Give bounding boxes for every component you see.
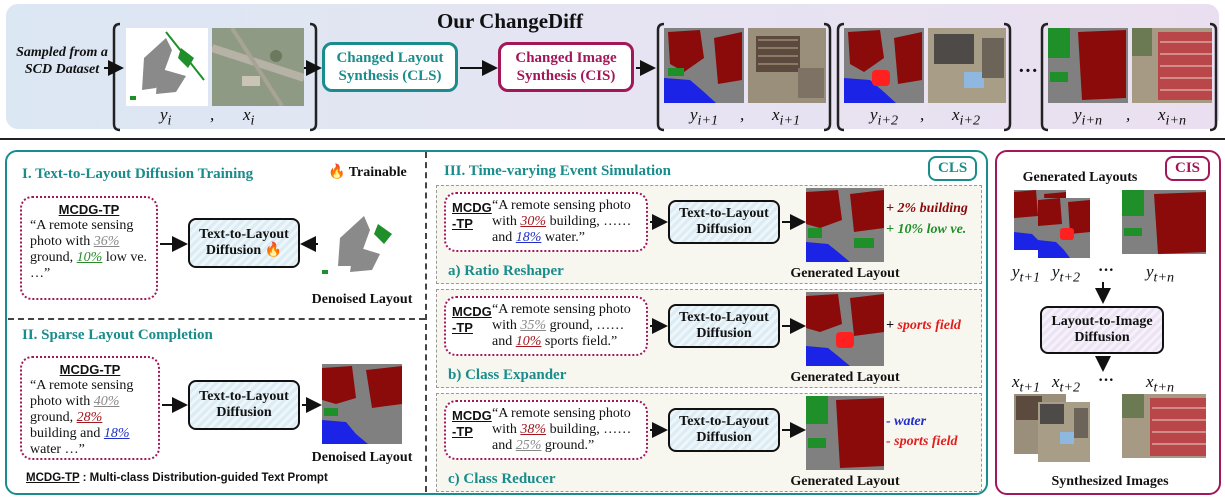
op-remove-water: - water <box>886 414 927 429</box>
flame-icon: 🔥 <box>264 243 283 258</box>
layout-to-image-diffusion: Layout-to-Image Diffusion <box>1040 306 1164 354</box>
ellipsis: ··· <box>1018 60 1039 82</box>
text-to-layout-diffusion-b: Text-to-Layout Diffusion <box>668 304 780 348</box>
synthesized-images-title: Synthesized Images <box>1051 474 1169 489</box>
label-y-i-plus-n: yi+n <box>1074 105 1103 129</box>
label-x-t-plus-1: xt+1 <box>1012 372 1041 396</box>
prompt-heading: MCDG -TP <box>452 200 492 231</box>
trainable-badge: 🔥 Trainable <box>328 165 407 180</box>
generated-layouts-title: Generated Layouts <box>1022 170 1138 185</box>
prompt-heading: MCDG-TP <box>58 202 120 217</box>
label-x-t-plus-n: xt+n <box>1146 372 1175 396</box>
class-expander-caption: b) Class Expander <box>448 367 567 383</box>
section-3-title: III. Time-varying Event Simulation <box>444 163 671 179</box>
section-1-title: I. Text-to-Layout Diffusion Training <box>22 166 254 182</box>
op-add-sports-field: + sports field <box>886 318 961 333</box>
op-add-low-ve: + 10% low ve. <box>886 222 967 237</box>
op-add-building: + 2% building <box>886 201 968 216</box>
panel-divider-vertical <box>425 152 427 492</box>
denoised-layout-caption-2: Denoised Layout <box>311 450 413 465</box>
sparse-layout-y-i <box>126 28 208 106</box>
denoised-layout-1 <box>318 200 404 282</box>
section-1-prompt: MCDG-TP “A remote sensing photo with 36%… <box>20 196 158 300</box>
image-x-i-plus-n <box>1132 28 1212 103</box>
op-remove-sports-field: - sports field <box>886 434 958 449</box>
prompt-heading: MCDG -TP <box>452 304 492 335</box>
figure-title: Our ChangeDiff <box>436 9 584 33</box>
text-to-layout-diffusion-completion: Text-to-Layout Diffusion <box>188 380 300 430</box>
prompt-heading: MCDG-TP <box>59 362 121 377</box>
image-x-i <box>212 28 304 106</box>
mcdg-tp-footnote: MCDG-TP : Multi-class Distribution-guide… <box>26 472 328 484</box>
prompt-heading: MCDG -TP <box>452 408 492 439</box>
label-y-i-plus-2: yi+2 <box>870 105 899 129</box>
output-bracket-n <box>1040 22 1218 132</box>
cis-layout-n <box>1122 190 1206 254</box>
comma: , <box>740 105 745 124</box>
layout-y-i-plus-1 <box>664 28 744 103</box>
cis-image-2 <box>1038 402 1090 462</box>
denoised-layout-2 <box>322 364 402 444</box>
source-label: Sampled from a SCD Dataset <box>16 45 108 77</box>
input-bracket <box>112 22 318 132</box>
generated-layout-caption-c: Generated Layout <box>790 474 900 489</box>
comma: , <box>210 105 215 124</box>
label-x-i: xi <box>243 105 255 129</box>
section-divider <box>0 138 1225 140</box>
generated-layout-caption-a: Generated Layout <box>790 266 900 281</box>
output-bracket-2 <box>836 22 1012 132</box>
denoised-layout-caption-1: Denoised Layout <box>311 292 413 307</box>
image-x-i-plus-2 <box>928 28 1006 103</box>
label-y-t-plus-1: yt+1 <box>1012 262 1041 286</box>
cls-tag: CLS <box>928 156 978 181</box>
label-y-t-plus-n: yt+n <box>1146 262 1175 286</box>
flame-icon: 🔥 <box>328 165 346 180</box>
section-2-prompt: MCDG-TP “A remote sensing photo with 40%… <box>20 356 160 460</box>
layout-y-i-plus-2 <box>844 28 924 103</box>
generated-layout-a <box>806 188 884 262</box>
label-x-t-plus-2: xt+2 <box>1052 372 1081 396</box>
ratio-reshaper-caption: a) Ratio Reshaper <box>448 263 564 279</box>
label-y-i-plus-1: yi+1 <box>690 105 719 129</box>
output-bracket-1 <box>656 22 832 132</box>
cis-tag: CIS <box>1165 156 1211 181</box>
text-to-layout-diffusion-trainable: Text-to-Layout Diffusion 🔥 <box>188 218 300 268</box>
class-expander-prompt: MCDG -TP “A remote sensing photo with 35… <box>444 296 648 356</box>
cis-layout-2 <box>1038 198 1090 258</box>
comma: , <box>1126 105 1131 124</box>
comma: , <box>920 105 925 124</box>
label-y-t-plus-2: yt+2 <box>1052 262 1081 286</box>
cls-pill: Changed Layout Synthesis (CLS) <box>322 42 458 92</box>
label-x-i-plus-1: xi+1 <box>772 105 801 129</box>
layout-y-i-plus-n <box>1048 28 1128 103</box>
label-x-i-plus-n: xi+n <box>1158 105 1187 129</box>
generated-layout-caption-b: Generated Layout <box>790 370 900 385</box>
cis-pill: Changed Image Synthesis (CIS) <box>498 42 634 92</box>
text-to-layout-diffusion-a: Text-to-Layout Diffusion <box>668 200 780 244</box>
class-reducer-caption: c) Class Reducer <box>448 471 556 487</box>
panel-divider-horizontal <box>8 318 425 320</box>
ellipsis: ··· <box>1098 262 1115 279</box>
generated-layout-c <box>806 396 884 470</box>
ellipsis: ··· <box>1098 372 1115 389</box>
image-x-i-plus-1 <box>748 28 826 103</box>
label-y-i: yi <box>160 105 172 129</box>
class-reducer-prompt: MCDG -TP “A remote sensing photo with 38… <box>444 400 648 460</box>
text-to-layout-diffusion-c: Text-to-Layout Diffusion <box>668 408 780 452</box>
section-2-title: II. Sparse Layout Completion <box>22 327 213 343</box>
generated-layout-b <box>806 292 884 366</box>
label-x-i-plus-2: xi+2 <box>952 105 981 129</box>
ratio-reshaper-prompt: MCDG -TP “A remote sensing photo with 30… <box>444 192 648 252</box>
cis-image-n <box>1122 394 1206 458</box>
